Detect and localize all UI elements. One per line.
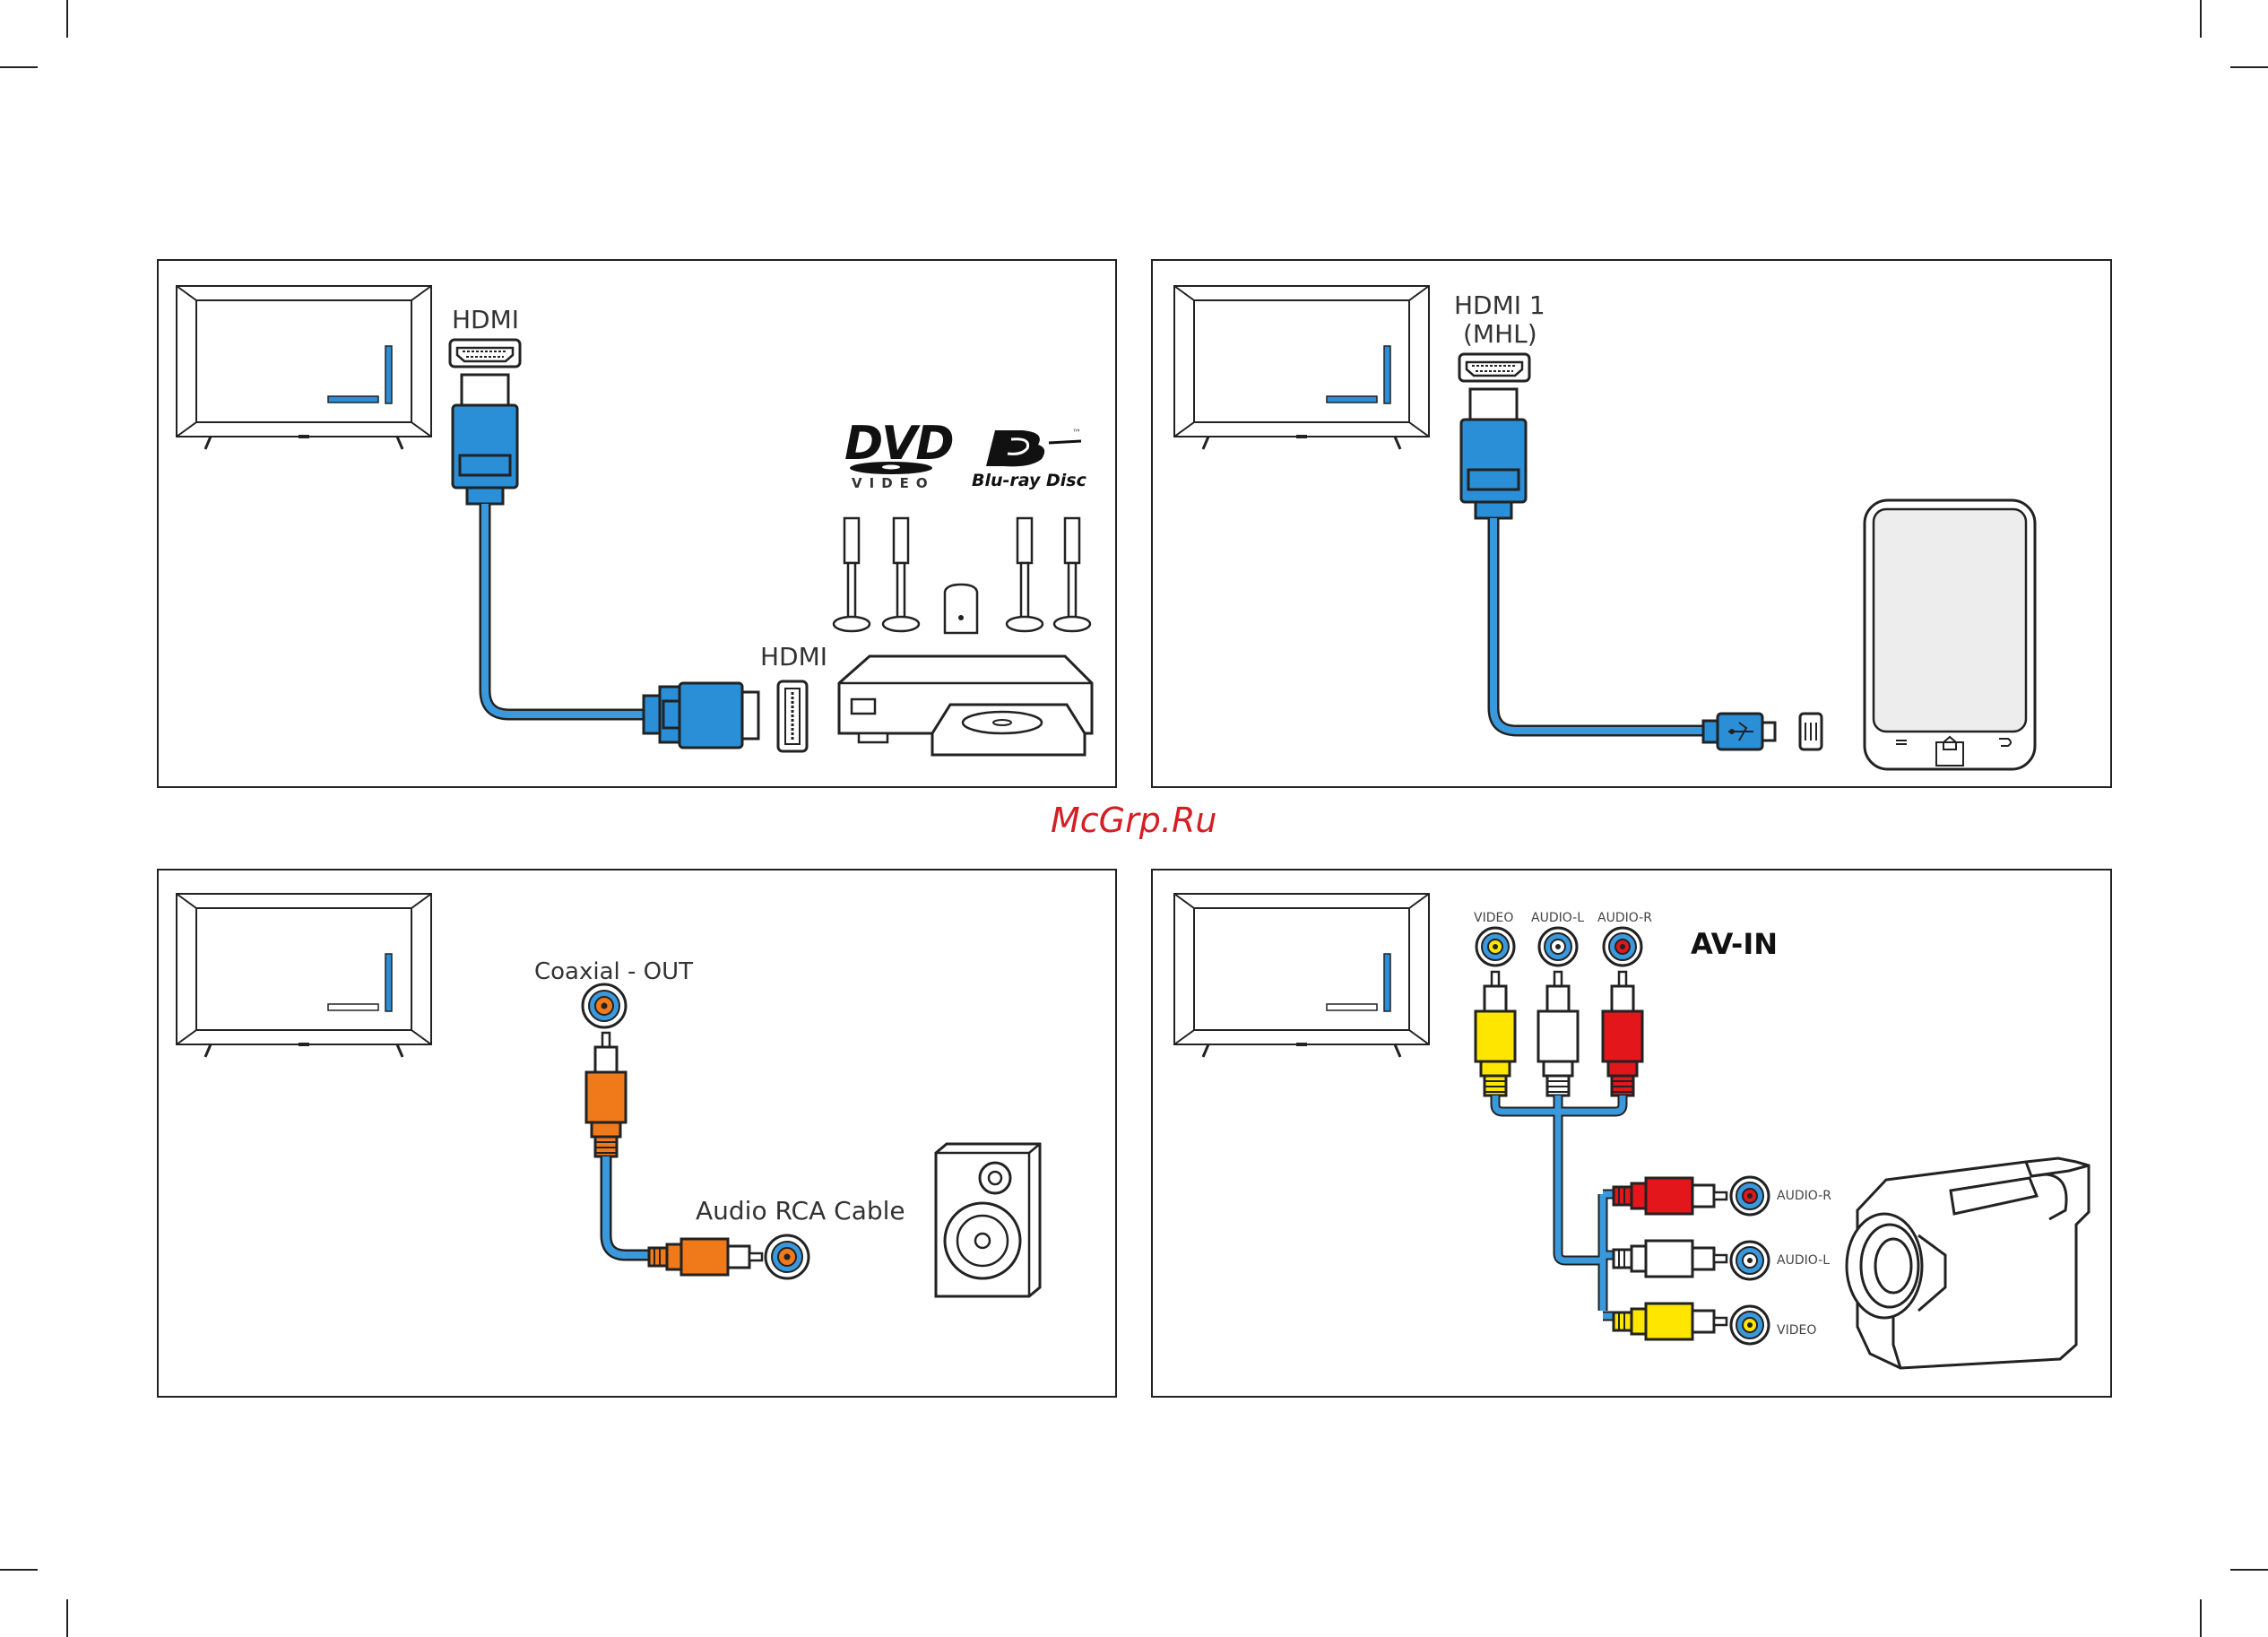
camera-jack-label-audio-l: AUDIO-L (1777, 1253, 1830, 1268)
hdmi-plug-horizontal (644, 683, 758, 748)
loudspeaker-icon (936, 1144, 1040, 1296)
hdmi-plug-icon (453, 375, 517, 504)
panel-coaxial: Coaxial - OUT Audio RCA Cable (158, 870, 1116, 1397)
tv-port-indicator (385, 346, 392, 403)
hdmi-port-icon (450, 340, 520, 367)
panel-av-in: VIDEO AUDIO-L AUDIO-R AV-IN AUDIO-R AUDI (1152, 870, 2111, 1397)
tv-av-jacks (1476, 928, 1641, 966)
svg-text:™: ™ (1072, 429, 1081, 438)
subwoofer-dot (958, 615, 964, 620)
micro-usb-port-icon (1800, 714, 1822, 749)
coaxial-out-label: Coaxial - OUT (534, 958, 693, 985)
panel-mhl-phone: HDMI 1 (MHL) (1152, 260, 2111, 787)
camcorder-icon (1847, 1158, 2089, 1368)
svg-text:Blu-ray Disc: Blu-ray Disc (972, 471, 1087, 490)
camera-jack-label-audio-r: AUDIO-R (1777, 1189, 1831, 1203)
player-hdmi-label: HDMI (760, 642, 827, 671)
rca-jack-orange-icon (766, 1235, 809, 1278)
audio-rca-cable-label: Audio RCA Cable (696, 1196, 905, 1226)
tv-jack-label-audio-r: AUDIO-R (1597, 911, 1652, 925)
tv-jack-label-audio-l: AUDIO-L (1531, 911, 1584, 925)
hdmi-port-icon (1459, 354, 1529, 381)
svg-text:VIDEO: VIDEO (852, 475, 935, 491)
hdmi-plug-icon (1461, 389, 1526, 518)
rca-plugs-horizontal (1614, 1178, 1727, 1339)
av-in-title: AV-IN (1691, 927, 1778, 961)
coaxial-jack-icon (583, 984, 626, 1027)
camera-av-jacks (1731, 1177, 1769, 1344)
mhl-label-line1: HDMI 1 (1454, 290, 1545, 320)
mhl-label-line2: (MHL) (1463, 319, 1537, 349)
player-hdmi-port-icon (778, 681, 807, 751)
player-device (839, 656, 1092, 755)
camera-jack-label-video: VIDEO (1777, 1323, 1816, 1338)
tv-jack-label-video: VIDEO (1474, 911, 1513, 925)
panel-hdmi-player: HDMI HDMI DVD VIDEO (158, 260, 1116, 787)
tv-icon (177, 894, 431, 1057)
tv-hdmi-label: HDMI (452, 305, 519, 334)
smartphone-icon (1865, 500, 2035, 769)
watermark: McGrp.Ru (1051, 801, 1216, 840)
tv-icon (177, 286, 431, 449)
rca-plugs-top (1476, 972, 1642, 1096)
